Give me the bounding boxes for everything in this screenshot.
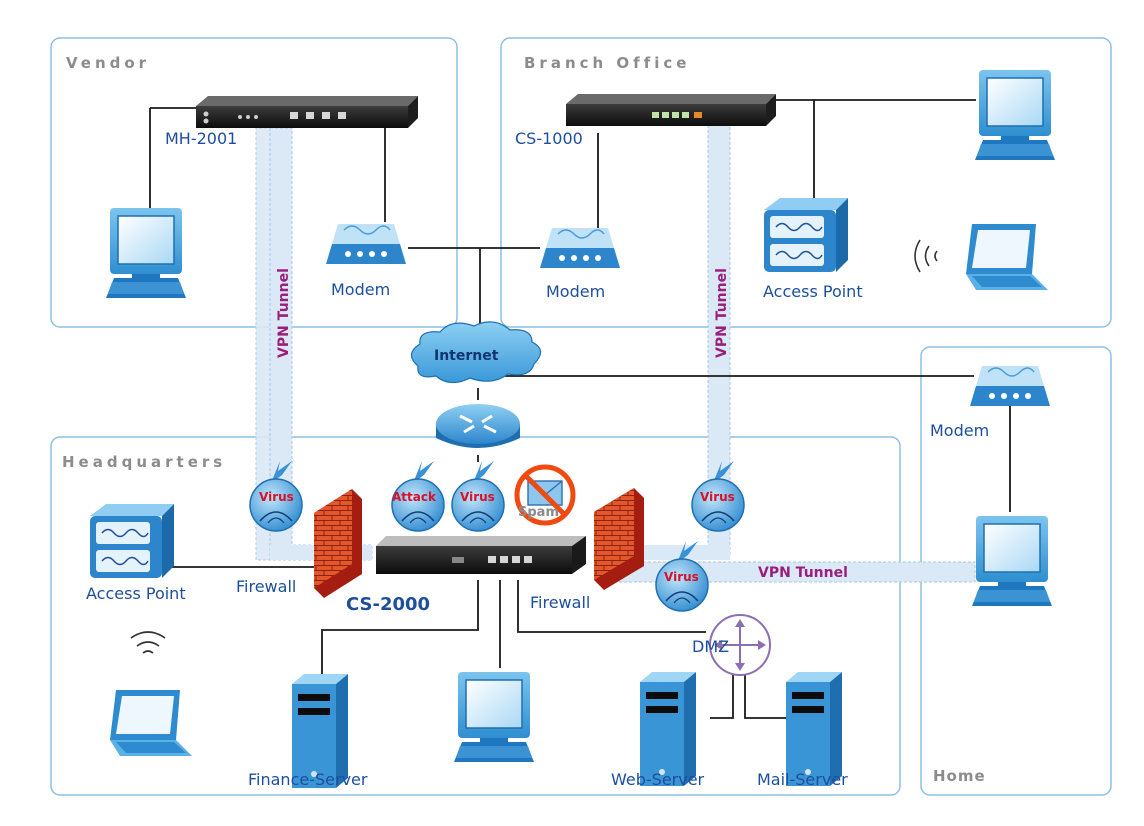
- zone-title-headquarters: Headquarters: [62, 453, 226, 471]
- mh-2001-gateway: [196, 96, 418, 128]
- vpn-tunnel-home-label: VPN Tunnel: [758, 565, 848, 581]
- home-modem-icon: [969, 365, 1051, 407]
- mh-2001-label: MH-2001: [165, 129, 237, 148]
- cs-1000-gateway: [566, 94, 776, 126]
- router-icon: [436, 404, 520, 448]
- hq-access-point-label: Access Point: [86, 584, 186, 603]
- virus-label-internet: Virus: [460, 490, 495, 504]
- finance-server-label: Finance-Server: [248, 770, 368, 789]
- firewall-right-icon: [594, 488, 644, 590]
- home-pc-icon: [971, 515, 1053, 607]
- vendor-pc-icon: [105, 207, 187, 299]
- hq-access-point-icon: [89, 503, 175, 579]
- internet-label: Internet: [434, 348, 499, 364]
- branch-modem-label: Modem: [546, 282, 605, 301]
- vendor-modem-label: Modem: [331, 280, 390, 299]
- zone-title-home: Home: [933, 767, 986, 785]
- hq-wireless-signal-icon: [130, 631, 166, 654]
- mail-server-label: Mail-Server: [757, 770, 848, 789]
- cs-2000-label: CS-2000: [346, 594, 430, 615]
- branch-laptop-icon: [966, 224, 1048, 290]
- zone-title-vendor: Vendor: [66, 54, 150, 72]
- mail-server-icon: [786, 672, 842, 786]
- zone-title-branch-office: Branch Office: [524, 54, 690, 72]
- branch-modem-icon: [539, 227, 621, 269]
- home-modem-label: Modem: [930, 421, 989, 440]
- hq-laptop-icon: [110, 690, 192, 756]
- network-links: [149, 99, 1011, 719]
- virus-label-vendor: Virus: [259, 490, 294, 504]
- virus-label-home: Virus: [664, 570, 699, 584]
- zone-vendor: [50, 37, 458, 328]
- branch-pc-icon: [974, 69, 1056, 161]
- firewall-right-label: Firewall: [530, 593, 590, 612]
- vendor-modem-icon: [325, 223, 407, 265]
- firewall-left-label: Firewall: [236, 577, 296, 596]
- virus-label-branch: Virus: [700, 490, 735, 504]
- branch-access-point-icon: [763, 197, 849, 273]
- hq-pc-icon: [453, 671, 535, 763]
- dmz-switch-icon: [709, 614, 771, 676]
- zone-branch-office: [500, 37, 1112, 328]
- web-server-icon: [640, 672, 696, 786]
- internet-cloud-icon: [410, 321, 542, 384]
- spam-blocked-icon: [514, 464, 576, 526]
- web-server-label: Web-Server: [611, 770, 705, 789]
- attack-label: Attack: [392, 490, 437, 504]
- vpn-tunnel-branch-label: VPN Tunnel: [714, 268, 730, 358]
- spam-label: Spam: [518, 505, 559, 520]
- branch-access-point-label: Access Point: [763, 282, 863, 301]
- firewall-left-icon: [314, 489, 362, 598]
- dmz-label: DMZ: [692, 637, 729, 656]
- cs-1000-label: CS-1000: [515, 129, 583, 148]
- vpn-tunnel-vendor-label: VPN Tunnel: [276, 268, 292, 358]
- cs-2000-gateway: [376, 536, 586, 574]
- wireless-signal-icon: [914, 239, 938, 273]
